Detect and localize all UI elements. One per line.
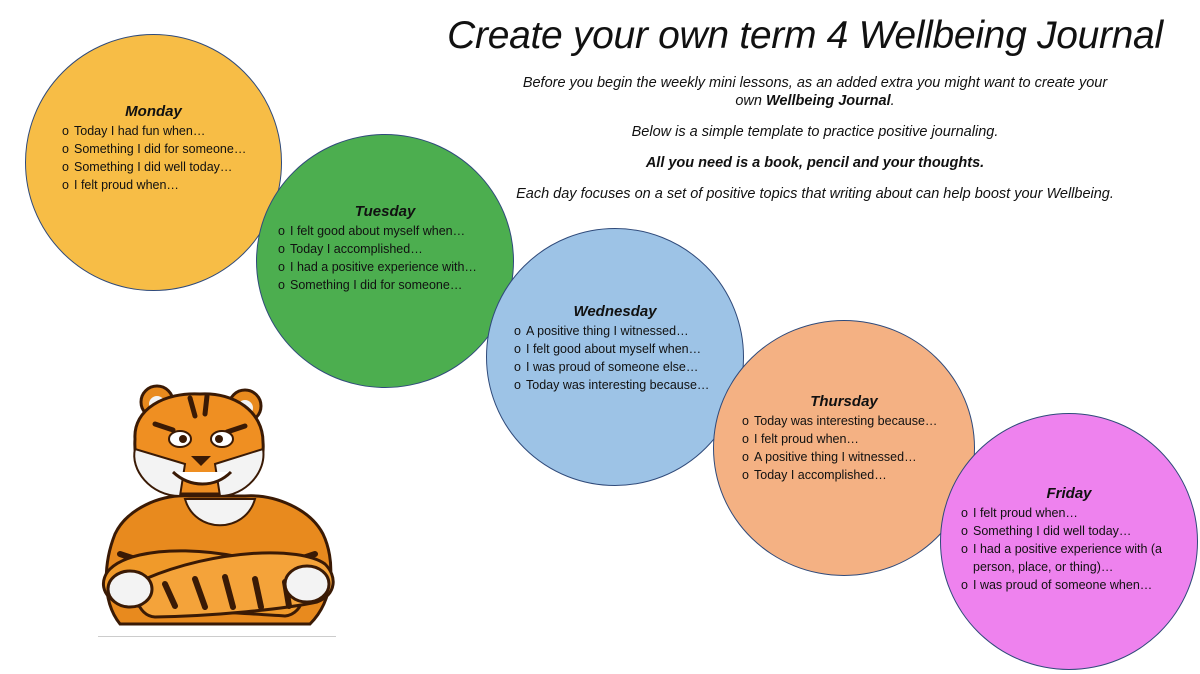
list-item: o Something I did for someone…: [278, 276, 477, 294]
wednesday-circle: Wednesday o A positive thing I witnessed……: [486, 228, 744, 486]
list-item: o I was proud of someone when…: [961, 576, 1162, 594]
list-item: o Today I accomplished…: [278, 240, 477, 258]
list-item-text: I was proud of someone else…: [526, 360, 699, 374]
list-item-text: Something I did for someone…: [74, 142, 247, 156]
day-title: Thursday: [810, 393, 878, 410]
list-item-text: Today was interesting because…: [754, 414, 938, 428]
bullet-icon: o: [62, 142, 69, 156]
list-item-text: A positive thing I witnessed…: [754, 450, 917, 464]
list-item-text: I was proud of someone when…: [973, 578, 1153, 592]
bullet-icon: o: [514, 324, 521, 338]
list-item-text: I felt good about myself when…: [290, 224, 466, 238]
thursday-circle: Thursday o Today was interesting because……: [713, 320, 975, 576]
list-item: o Something I did well today…: [62, 158, 246, 176]
intro-line-4: Each day focuses on a set of positive to…: [516, 186, 1114, 202]
list-item: o I was proud of someone else…: [514, 358, 709, 376]
bullet-icon: o: [742, 414, 749, 428]
list-item-text: Something I did well today…: [74, 160, 233, 174]
list-item: o Today was interesting because…: [742, 412, 937, 430]
list-item: o I felt proud when…: [62, 176, 246, 194]
bullet-icon: o: [961, 506, 968, 520]
bullet-icon: o: [278, 242, 285, 256]
list-item-text: I felt good about myself when…: [526, 342, 702, 356]
bullet-icon: o: [742, 450, 749, 464]
bullet-icon: o: [742, 468, 749, 482]
bullet-icon: o: [961, 542, 968, 556]
tiger-mascot-icon: [101, 384, 335, 626]
bullet-icon: o: [514, 360, 521, 374]
bullet-icon: o: [742, 432, 749, 446]
intro-line-1-end: .: [890, 93, 895, 109]
bullet-icon: o: [514, 378, 521, 392]
bullet-icon: o: [62, 160, 69, 174]
list-item-text: I had a positive experience with…: [290, 260, 477, 274]
list-item: o Something I did well today…: [961, 522, 1162, 540]
list-item: o I had a positive experience with…: [278, 258, 477, 276]
list-item: o Today I accomplished…: [742, 466, 937, 484]
intro-line-3: All you need is a book, pencil and your …: [645, 155, 985, 171]
list-item: o Something I did for someone…: [62, 140, 246, 158]
list-item-text: I felt proud when…: [973, 506, 1078, 520]
list-item: o Today I had fun when…: [62, 122, 246, 140]
bullet-icon: o: [62, 124, 69, 138]
day-title: Tuesday: [354, 203, 416, 220]
bullet-icon: o: [278, 278, 285, 292]
intro-line-1: Before you begin the weekly mini lessons…: [515, 74, 1115, 110]
list-item-text: Something I did for someone…: [290, 278, 463, 292]
bullet-icon: o: [961, 524, 968, 538]
list-item-text: A positive thing I witnessed…: [526, 324, 689, 338]
bullet-icon: o: [961, 578, 968, 592]
list-item: o I felt good about myself when…: [278, 222, 477, 240]
topic-list: o Today was interesting because… o I felt …: [742, 412, 937, 484]
day-title: Monday: [125, 103, 182, 120]
list-item-text: person, place, or thing)…: [973, 560, 1114, 574]
list-item: o I felt good about myself when…: [514, 340, 709, 358]
list-item: o Today was interesting because…: [514, 376, 709, 394]
day-title: Wednesday: [573, 303, 657, 320]
topic-list: o A positive thing I witnessed… o I felt g…: [514, 322, 709, 394]
day-title: Friday: [1046, 485, 1092, 502]
list-item-text: Today was interesting because…: [526, 378, 710, 392]
bullet-icon: o: [278, 224, 285, 238]
list-item-text: Today I had fun when…: [74, 124, 206, 138]
page-title: Create your own term 4 Wellbeing Journal: [447, 14, 1163, 57]
bullet-icon: o: [514, 342, 521, 356]
list-item-text: Today I accomplished…: [754, 468, 887, 482]
list-item-text: I felt proud when…: [74, 178, 179, 192]
bullet-icon: o: [278, 260, 285, 274]
intro-line-1-text: Before you begin the weekly mini lessons…: [522, 75, 1108, 109]
list-item-text: Something I did well today…: [973, 524, 1132, 538]
divider-line: [98, 636, 336, 637]
list-item-text: Today I accomplished…: [290, 242, 423, 256]
intro-line-2: Below is a simple template to practice p…: [631, 124, 999, 140]
list-item-text: I had a positive experience with (a: [973, 542, 1162, 556]
list-item: o A positive thing I witnessed…: [514, 322, 709, 340]
list-item: person, place, or thing)…: [961, 558, 1162, 576]
bullet-icon: o: [62, 178, 69, 192]
list-item: o I felt proud when…: [961, 504, 1162, 522]
list-item: o I had a positive experience with (a: [961, 540, 1162, 558]
list-item: o I felt proud when…: [742, 430, 937, 448]
intro-line-1-bold: Wellbeing Journal: [766, 93, 891, 109]
list-item: o A positive thing I witnessed…: [742, 448, 937, 466]
intro-text: Before you begin the weekly mini lessons…: [515, 74, 1115, 216]
list-item-text: I felt proud when…: [754, 432, 859, 446]
